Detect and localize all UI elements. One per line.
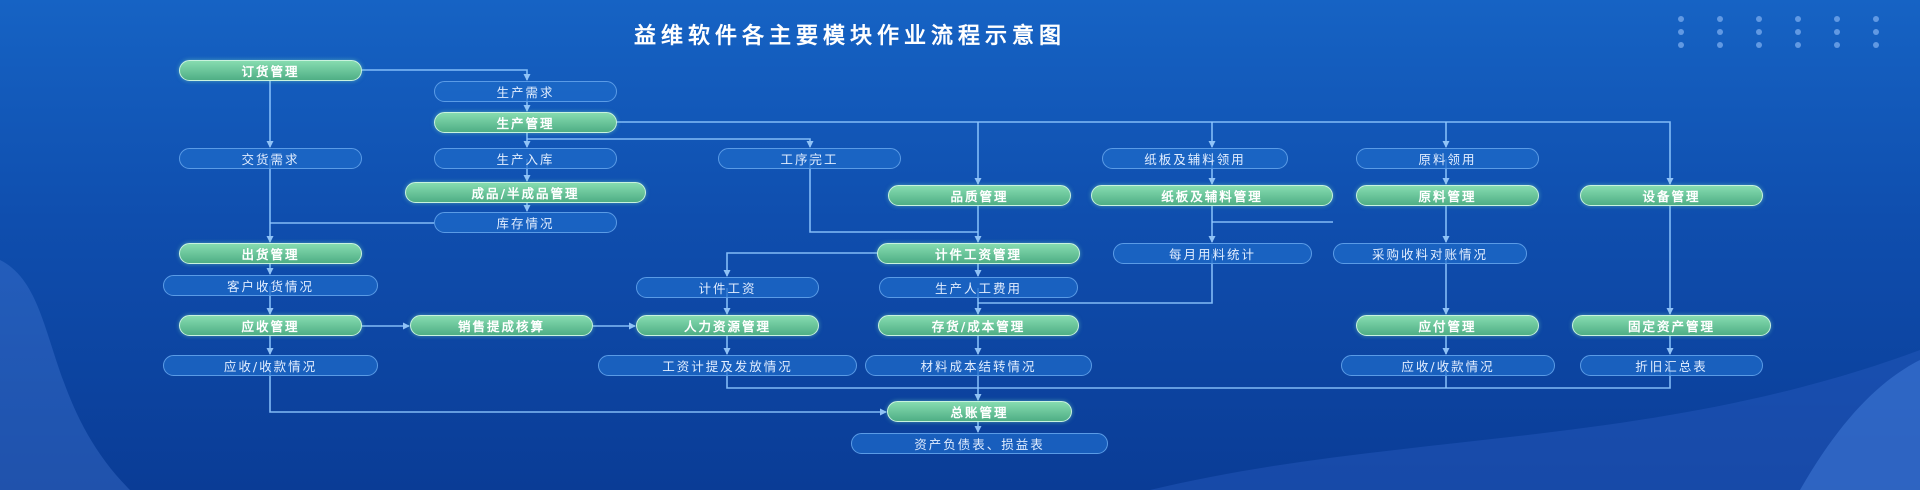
decorative-dot xyxy=(1873,42,1879,48)
hr-mgmt-node: 人力资源管理 xyxy=(636,315,819,336)
board-material-mgmt-node: 纸板及辅料管理 xyxy=(1091,185,1333,206)
payable-status-node: 应收/收款情况 xyxy=(1341,355,1555,376)
decorative-dot xyxy=(1834,42,1840,48)
decorative-dot xyxy=(1678,29,1684,35)
decorative-dot xyxy=(1756,16,1762,22)
production-labor-cost-node: 生产人工费用 xyxy=(879,277,1078,298)
delivery-demand-node: 交货需求 xyxy=(179,148,362,169)
decorative-dot-grid xyxy=(1678,16,1898,50)
sales-commission-node: 销售提成核算 xyxy=(410,315,593,336)
production-mgmt-node: 生产管理 xyxy=(434,112,617,133)
inventory-status-node: 库存情况 xyxy=(434,212,617,233)
customer-receipt-node: 客户收货情况 xyxy=(163,275,378,296)
general-ledger-node: 总账管理 xyxy=(887,401,1072,422)
process-completion-node: 工序完工 xyxy=(718,148,901,169)
purchase-reconciliation-node: 采购收料对账情况 xyxy=(1333,243,1527,264)
salary-status-node: 工资计提及发放情况 xyxy=(598,355,857,376)
decorative-dot xyxy=(1834,16,1840,22)
production-demand-node: 生产需求 xyxy=(434,81,617,102)
board-material-requisition-node: 纸板及辅料领用 xyxy=(1102,148,1288,169)
flow-connector xyxy=(726,366,1671,389)
flow-connector xyxy=(269,366,887,416)
decorative-dot xyxy=(1834,29,1840,35)
payable-mgmt-node: 应付管理 xyxy=(1356,315,1539,336)
flow-connector xyxy=(809,159,978,233)
decorative-dot xyxy=(1873,16,1879,22)
decorative-dot xyxy=(1678,16,1684,22)
decorative-dot xyxy=(1756,42,1762,48)
page-title: 益维软件各主要模块作业流程示意图 xyxy=(633,24,1066,49)
decorative-dot xyxy=(1717,16,1723,22)
decorative-dot xyxy=(1873,29,1879,35)
receivable-mgmt-node: 应收管理 xyxy=(179,315,362,336)
decorative-dot xyxy=(1678,42,1684,48)
decorative-dot xyxy=(1795,29,1801,35)
decorative-dot xyxy=(1795,42,1801,48)
decorative-dot xyxy=(1795,16,1801,22)
quality-mgmt-node: 品质管理 xyxy=(888,185,1071,206)
piece-wage-mgmt-node: 计件工资管理 xyxy=(877,243,1080,264)
depreciation-summary-node: 折旧汇总表 xyxy=(1580,355,1763,376)
material-cost-transfer-node: 材料成本结转情况 xyxy=(865,355,1092,376)
decorative-dot xyxy=(1717,29,1723,35)
inventory-cost-mgmt-node: 存货/成本管理 xyxy=(878,315,1079,336)
piece-wage-node: 计件工资 xyxy=(636,277,819,298)
flow-connector xyxy=(723,252,877,277)
order-mgmt-node: 订货管理 xyxy=(179,60,362,81)
shipping-mgmt-node: 出货管理 xyxy=(179,243,362,264)
receivable-status-node: 应收/收款情况 xyxy=(163,355,378,376)
flow-connector xyxy=(617,121,1674,185)
decorative-dot xyxy=(1756,29,1762,35)
product-mgmt-node: 成品/半成品管理 xyxy=(405,182,646,203)
fixed-asset-mgmt-node: 固定资产管理 xyxy=(1572,315,1771,336)
flow-connector xyxy=(527,138,814,148)
flow-connector xyxy=(978,254,1213,304)
raw-material-mgmt-node: 原料管理 xyxy=(1356,185,1539,206)
production-warehousing-node: 生产入库 xyxy=(434,148,617,169)
monthly-material-stats-node: 每月用料统计 xyxy=(1113,243,1312,264)
flow-connector xyxy=(362,69,531,81)
financial-statements-node: 资产负债表、损益表 xyxy=(851,433,1108,454)
raw-material-requisition-node: 原料领用 xyxy=(1356,148,1539,169)
equipment-mgmt-node: 设备管理 xyxy=(1580,185,1763,206)
decorative-dot xyxy=(1717,42,1723,48)
